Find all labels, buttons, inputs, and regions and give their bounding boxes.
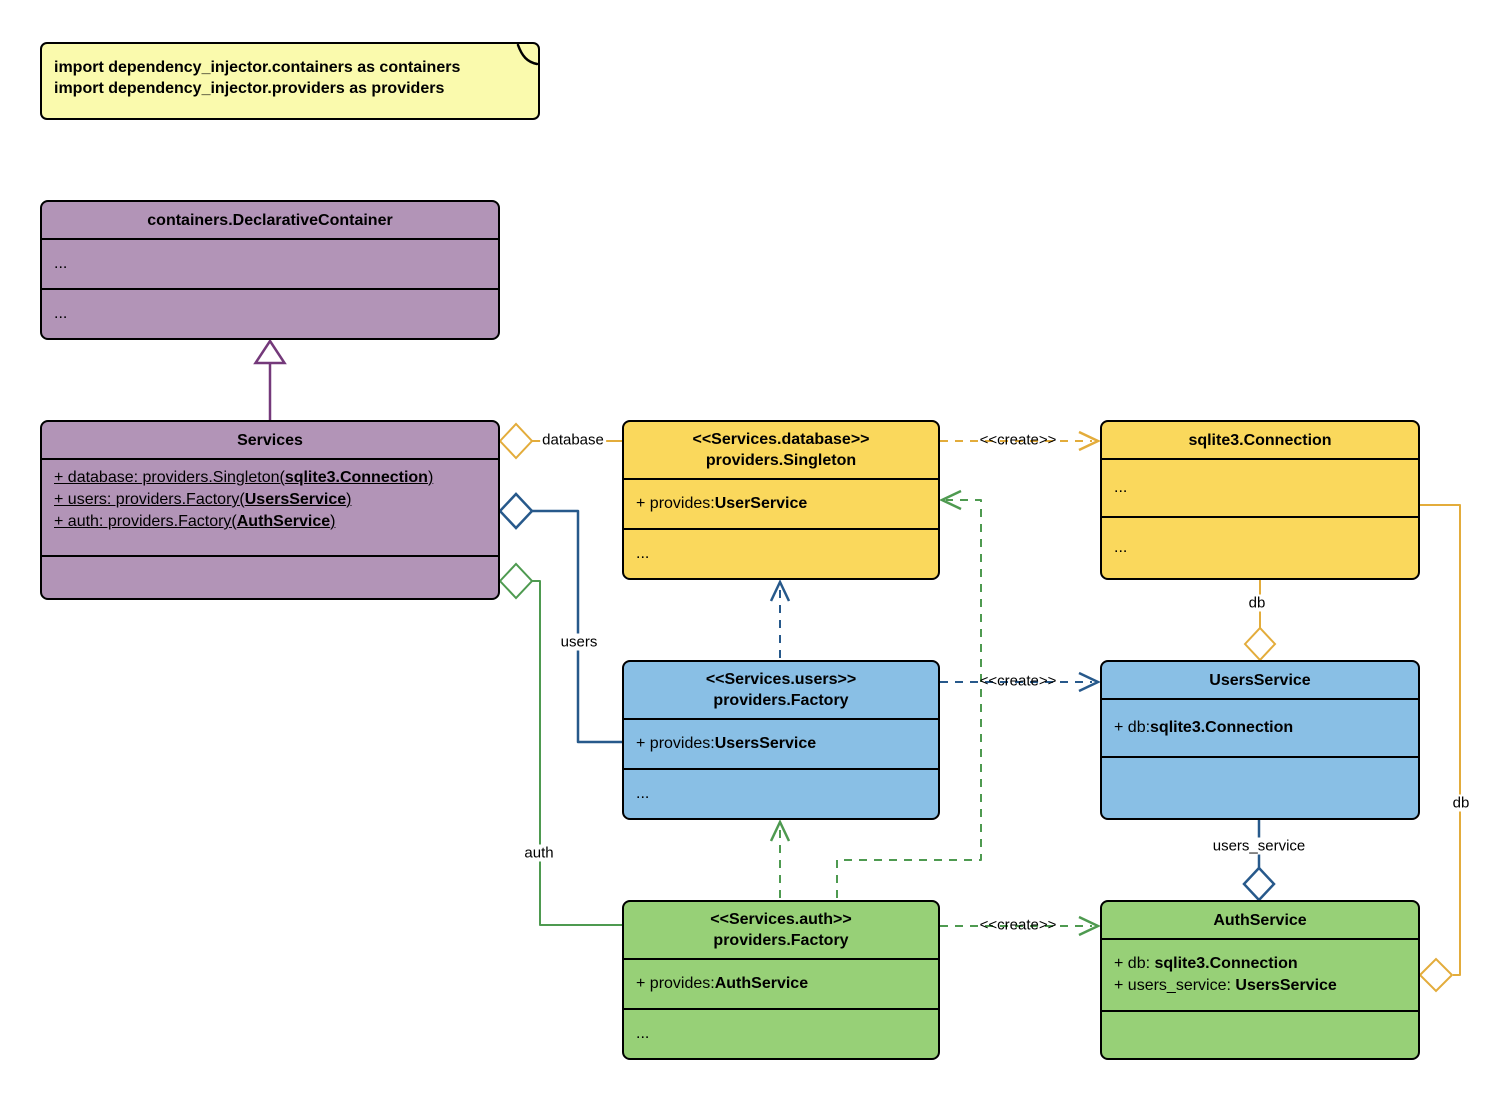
class-more-placeholder: ... (624, 768, 938, 818)
edge-create-authfactory-authservice (940, 915, 1101, 937)
attr-db: + db: sqlite3.Connection (1114, 955, 1298, 972)
edge-label-db-authservice: db (1450, 794, 1472, 812)
aggregation-diamond-icon (498, 562, 534, 600)
edge-aggregation-users-service (1242, 820, 1276, 902)
attr-db: + db: sqlite3.Connection (1102, 698, 1418, 756)
open-arrowhead-icon (939, 489, 962, 511)
class-methods-placeholder: ... (42, 288, 498, 338)
open-arrowhead-icon (769, 819, 791, 842)
edge-dependency-authfactory-usersfactory (769, 819, 791, 898)
class-stereotype: <<Services.users>> (705, 671, 857, 688)
import-note: import dependency_injector.containers as… (40, 42, 540, 120)
import-note-line-2: import dependency_injector.providers as … (54, 80, 445, 97)
class-more-placeholder: ... (624, 1008, 938, 1058)
class-title: <<Services.auth>> providers.Factory (710, 911, 852, 949)
edge-aggregation-db-usersservice (1243, 580, 1277, 662)
open-arrowhead-icon (1078, 915, 1101, 937)
class-title: UsersService (1209, 671, 1311, 689)
open-arrowhead-icon (769, 579, 791, 602)
class-more-placeholder: ... (624, 528, 938, 578)
import-note-line-1: import dependency_injector.containers as… (54, 59, 461, 76)
open-arrowhead-icon (1078, 671, 1101, 693)
class-methods-empty (1102, 756, 1418, 818)
edge-label-database: database (540, 431, 606, 449)
class-fields-placeholder: ... (42, 238, 498, 288)
class-attributes: + db: sqlite3.Connection + users_service… (1102, 938, 1418, 1010)
edge-dependency-authfactory-singleton (836, 489, 982, 898)
note-fold-icon (516, 43, 539, 66)
class-stereotype: <<Services.database>> (692, 431, 870, 448)
aggregation-diamond-icon (1418, 957, 1454, 993)
edge-label-create-users: <<create>> (979, 672, 1057, 690)
aggregation-diamond-icon (498, 492, 534, 530)
attr-users: + users: providers.Factory(UsersService) (54, 491, 352, 508)
class-title: <<Services.database>> providers.Singleto… (692, 431, 870, 469)
edge-create-usersfactory-usersservice (940, 671, 1101, 693)
attr-provides: + provides: UserService (624, 478, 938, 528)
class-methods-placeholder: ... (1102, 516, 1418, 578)
class-methods-empty (42, 555, 498, 598)
edge-dependency-usersfactory-singleton (769, 579, 791, 658)
edge-label-db-usersservice: db (1246, 594, 1268, 612)
attr-provides: + provides: AuthService (624, 958, 938, 1008)
class-title: sqlite3.Connection (1188, 431, 1332, 449)
class-database-singleton: <<Services.database>> providers.Singleto… (622, 420, 940, 580)
class-sqlite3-connection: sqlite3.Connection ... ... (1100, 420, 1420, 580)
edge-create-singleton-connection (940, 430, 1101, 452)
edge-aggregation-auth (498, 562, 622, 926)
class-attributes: + database: providers.Singleton(sqlite3.… (42, 458, 498, 555)
attr-provides: + provides: UsersService (624, 718, 938, 768)
edge-label-create-auth: <<create>> (979, 916, 1057, 934)
class-title: Services (237, 431, 303, 449)
class-services: Services + database: providers.Singleton… (40, 420, 500, 600)
class-title: AuthService (1213, 911, 1307, 929)
class-stereotype: <<Services.auth>> (710, 911, 852, 928)
aggregation-diamond-icon (1242, 866, 1276, 902)
attr-database: + database: providers.Singleton(sqlite3.… (54, 469, 434, 486)
class-methods-empty (1102, 1010, 1418, 1058)
class-title: containers.DeclarativeContainer (147, 211, 393, 229)
class-auth-service: AuthService + db: sqlite3.Connection + u… (1100, 900, 1420, 1060)
edge-label-auth: auth (522, 844, 556, 862)
edge-label-users-service: users_service (1210, 837, 1308, 855)
edge-label-users: users (558, 633, 600, 651)
edge-aggregation-db-authservice (1418, 504, 1461, 993)
edge-inheritance-services-declarativecontainer (253, 338, 287, 420)
class-title: <<Services.users>> providers.Factory (705, 671, 857, 709)
class-users-factory: <<Services.users>> providers.Factory + p… (622, 660, 940, 820)
class-auth-factory: <<Services.auth>> providers.Factory + pr… (622, 900, 940, 1060)
aggregation-diamond-icon (498, 422, 534, 460)
class-users-service: UsersService + db: sqlite3.Connection (1100, 660, 1420, 820)
aggregation-diamond-icon (1243, 626, 1277, 662)
open-arrowhead-icon (1078, 430, 1101, 452)
edge-aggregation-users (498, 492, 622, 744)
class-fields-placeholder: ... (1102, 458, 1418, 516)
attr-users-service: + users_service: UsersService (1114, 977, 1337, 994)
attr-auth: + auth: providers.Factory(AuthService) (54, 513, 336, 530)
edge-label-create-database: <<create>> (979, 431, 1057, 449)
inheritance-triangle-icon (253, 338, 287, 365)
class-declarative-container: containers.DeclarativeContainer ... ... (40, 200, 500, 340)
